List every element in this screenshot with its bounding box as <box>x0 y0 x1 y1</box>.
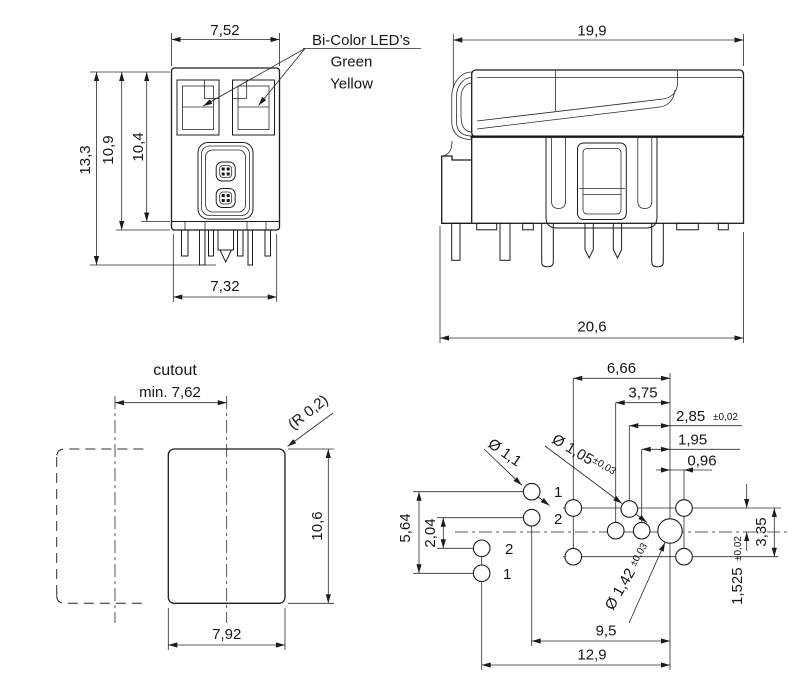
front-receptacle <box>197 142 254 220</box>
pin-label-1-top: 1 <box>554 484 562 501</box>
hole-large <box>657 518 683 544</box>
dia-1-42-callout: Ø 1,42 ±0,03 <box>602 541 666 624</box>
side-latch <box>545 137 658 229</box>
side-pins <box>451 222 729 268</box>
front-body-outline <box>170 67 281 231</box>
front-view: 7,52 7,32 13,3 10,9 10,4 Bi-Color <box>77 22 421 302</box>
dim-3-35: 3,35 <box>753 508 777 557</box>
svg-text:2,04: 2,04 <box>422 518 439 547</box>
front-pins <box>181 229 271 266</box>
led-window-right <box>232 79 275 136</box>
dim-cutout-min-width: min. 7,62 <box>115 384 227 406</box>
pcb-holes <box>472 482 693 583</box>
pin-label-2-bottom: 2 <box>505 541 513 558</box>
dim-front-width-top: 7,52 <box>171 22 280 66</box>
dim-7-32-label: 7,32 <box>210 278 239 295</box>
dim-side-width-top: 19,9 <box>452 23 744 88</box>
dim-side-width-bottom: 20,6 <box>439 226 744 343</box>
side-body-outline <box>471 136 745 224</box>
dim-3-75: 3,75 <box>615 385 670 406</box>
dim-20-6-label: 20,6 <box>577 319 606 336</box>
dim-2-85: 2,85 ±0,02 <box>629 408 742 429</box>
led-yellow-label: Yellow <box>330 76 373 93</box>
dim-cutout-radius: (R 0,2) <box>285 392 334 447</box>
dim-r-0-2-label: (R 0,2) <box>285 392 332 434</box>
svg-text:±0,02: ±0,02 <box>733 536 744 561</box>
dim-10-6-label: 10,6 <box>309 511 326 540</box>
svg-text:3,75: 3,75 <box>628 385 657 402</box>
hole-left-upper <box>564 499 583 517</box>
hole-pin2-bottom <box>472 539 491 558</box>
dim-min-7-62-label: min. 7,62 <box>139 384 201 401</box>
dim-10-9-label: 10,9 <box>100 135 117 164</box>
side-cover-outline <box>471 69 745 138</box>
hole-right-lower <box>675 547 693 566</box>
hole-pattern-view: 6,66 3,75 2,85 ±0,02 1,95 0,96 5,64 <box>397 360 788 670</box>
dim-0-96: 0,96 <box>656 453 717 473</box>
hole-left-lower <box>564 547 583 566</box>
pin-number-labels: 1 2 2 1 <box>503 484 562 583</box>
cutout-neighbour-dashed <box>56 448 144 604</box>
dim-13-3-label: 13,3 <box>77 145 94 174</box>
side-view: 19,9 20,6 <box>439 23 745 343</box>
hole-right-upper <box>675 499 693 517</box>
svg-text:±0,03: ±0,03 <box>590 455 617 478</box>
pin-label-2-top: 2 <box>554 511 562 528</box>
led-callout: Bi-Color LED’s Green Yellow <box>203 32 421 107</box>
hole-pin1-bottom <box>472 564 491 583</box>
svg-text:6,66: 6,66 <box>607 360 636 377</box>
svg-text:12,9: 12,9 <box>577 647 606 664</box>
dim-19-9-label: 19,9 <box>577 23 606 40</box>
svg-text:±0,02: ±0,02 <box>713 412 738 423</box>
dim-9-5: 9,5 <box>531 623 670 644</box>
dim-12-9: 12,9 <box>481 647 670 668</box>
cutout-title: cutout <box>153 362 197 379</box>
hole-mid-upper <box>620 500 639 518</box>
dim-1-95: 1,95 <box>641 432 740 452</box>
dim-front-heights: 13,3 10,9 10,4 <box>77 71 216 266</box>
dim-1-525: 1,525 ±0,02 <box>729 484 750 605</box>
svg-text:9,5: 9,5 <box>596 623 617 640</box>
svg-text:5,64: 5,64 <box>397 513 414 542</box>
svg-text:Ø 1,42: Ø 1,42 <box>602 566 639 613</box>
svg-text:1,525: 1,525 <box>729 567 746 605</box>
cutout-view: cutout min. 7,62 (R 0,2) 10,6 <box>56 362 334 650</box>
dim-cutout-height: 10,6 <box>288 448 334 604</box>
svg-text:Ø 1,1: Ø 1,1 <box>485 435 525 470</box>
svg-text:3,35: 3,35 <box>753 517 770 546</box>
led-label: Bi-Color LED’s <box>312 32 410 49</box>
svg-text:2,85: 2,85 <box>676 408 705 425</box>
dim-6-66: 6,66 <box>573 360 670 381</box>
pin-label-1-bottom: 1 <box>503 566 511 583</box>
led-green-label: Green <box>331 54 373 71</box>
svg-text:0,96: 0,96 <box>687 453 716 470</box>
dim-7-92-label: 7,92 <box>212 626 241 643</box>
hole-center-left <box>606 521 625 540</box>
dim-cutout-width: 7,92 <box>167 608 286 650</box>
dim-7-52-label: 7,52 <box>210 22 239 39</box>
hole-pin1-top <box>522 482 541 501</box>
cutout-rect <box>167 448 286 604</box>
svg-text:±0,03: ±0,03 <box>628 541 650 568</box>
dim-5-64: 5,64 <box>397 491 422 574</box>
svg-text:1,95: 1,95 <box>678 432 707 449</box>
hole-center-right <box>632 521 651 540</box>
led-window-left <box>176 79 220 136</box>
side-left-block <box>441 155 472 224</box>
contact-upper <box>215 161 236 182</box>
dim-10-4-label: 10,4 <box>130 132 147 161</box>
wire-guides <box>441 71 472 157</box>
hole-pin2-top <box>522 508 541 527</box>
contact-lower <box>215 188 236 208</box>
svg-text:Ø 1,05: Ø 1,05 <box>549 431 596 469</box>
dim-2-04: 2,04 <box>422 517 446 549</box>
dim-front-width-bottom: 7,32 <box>172 234 278 302</box>
